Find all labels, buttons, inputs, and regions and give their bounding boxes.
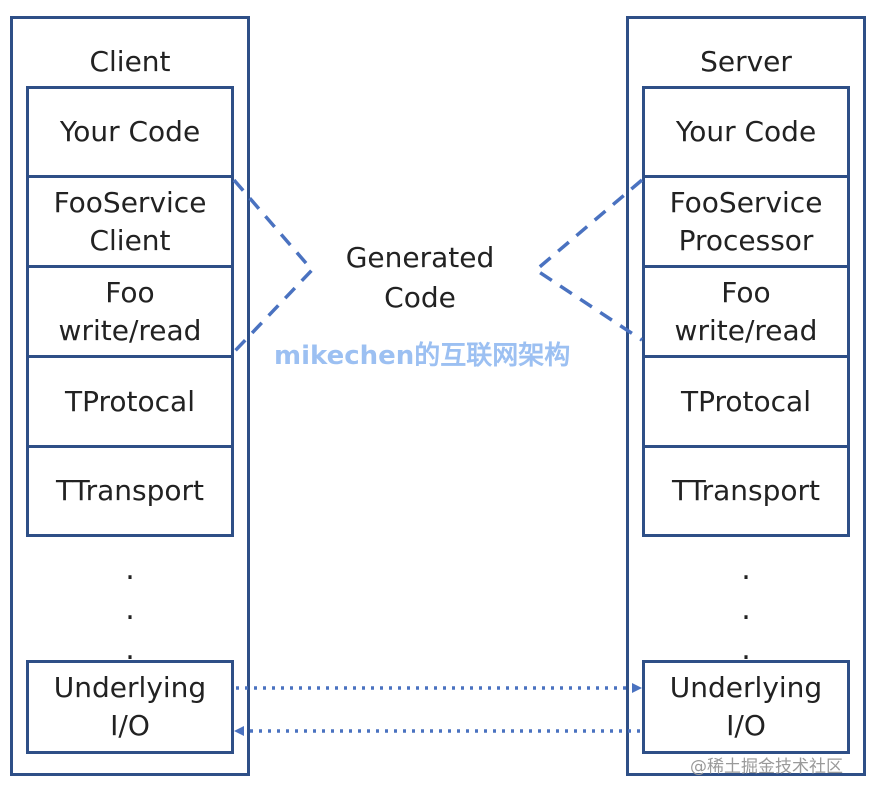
server-title: Server — [700, 45, 792, 78]
generated-code-label: Generated Code — [345, 241, 495, 314]
server-column: Server — [626, 16, 866, 776]
server-generated-bracket — [533, 178, 644, 342]
client-title: Client — [89, 45, 171, 78]
server-ellipsis: . . . — [741, 552, 751, 667]
client-layer-underlying-io: Underlying I/O — [26, 660, 234, 754]
server-layer-your-code: Your Code — [642, 86, 850, 178]
footer-watermark: @稀土掘金技术社区 — [690, 757, 843, 777]
client-ellipsis: . . . — [125, 552, 135, 667]
client-layer-tprotocol: TProtocal — [26, 355, 234, 448]
watermark-text: mikechen的互联网架构 — [274, 341, 571, 371]
client-generated-bracket — [232, 178, 315, 354]
server-layer-underlying-io: Underlying I/O — [642, 660, 850, 754]
client-layer-fooservice-client: FooService Client — [26, 175, 234, 268]
server-layer-fooservice-processor: FooService Processor — [642, 175, 850, 268]
client-column: Client — [10, 16, 250, 776]
client-layer-ttransport: TTransport — [26, 445, 234, 537]
server-layer-foo-write-read: Foo write/read — [642, 265, 850, 358]
server-layer-ttransport: TTransport — [642, 445, 850, 537]
client-layer-your-code: Your Code — [26, 86, 234, 178]
